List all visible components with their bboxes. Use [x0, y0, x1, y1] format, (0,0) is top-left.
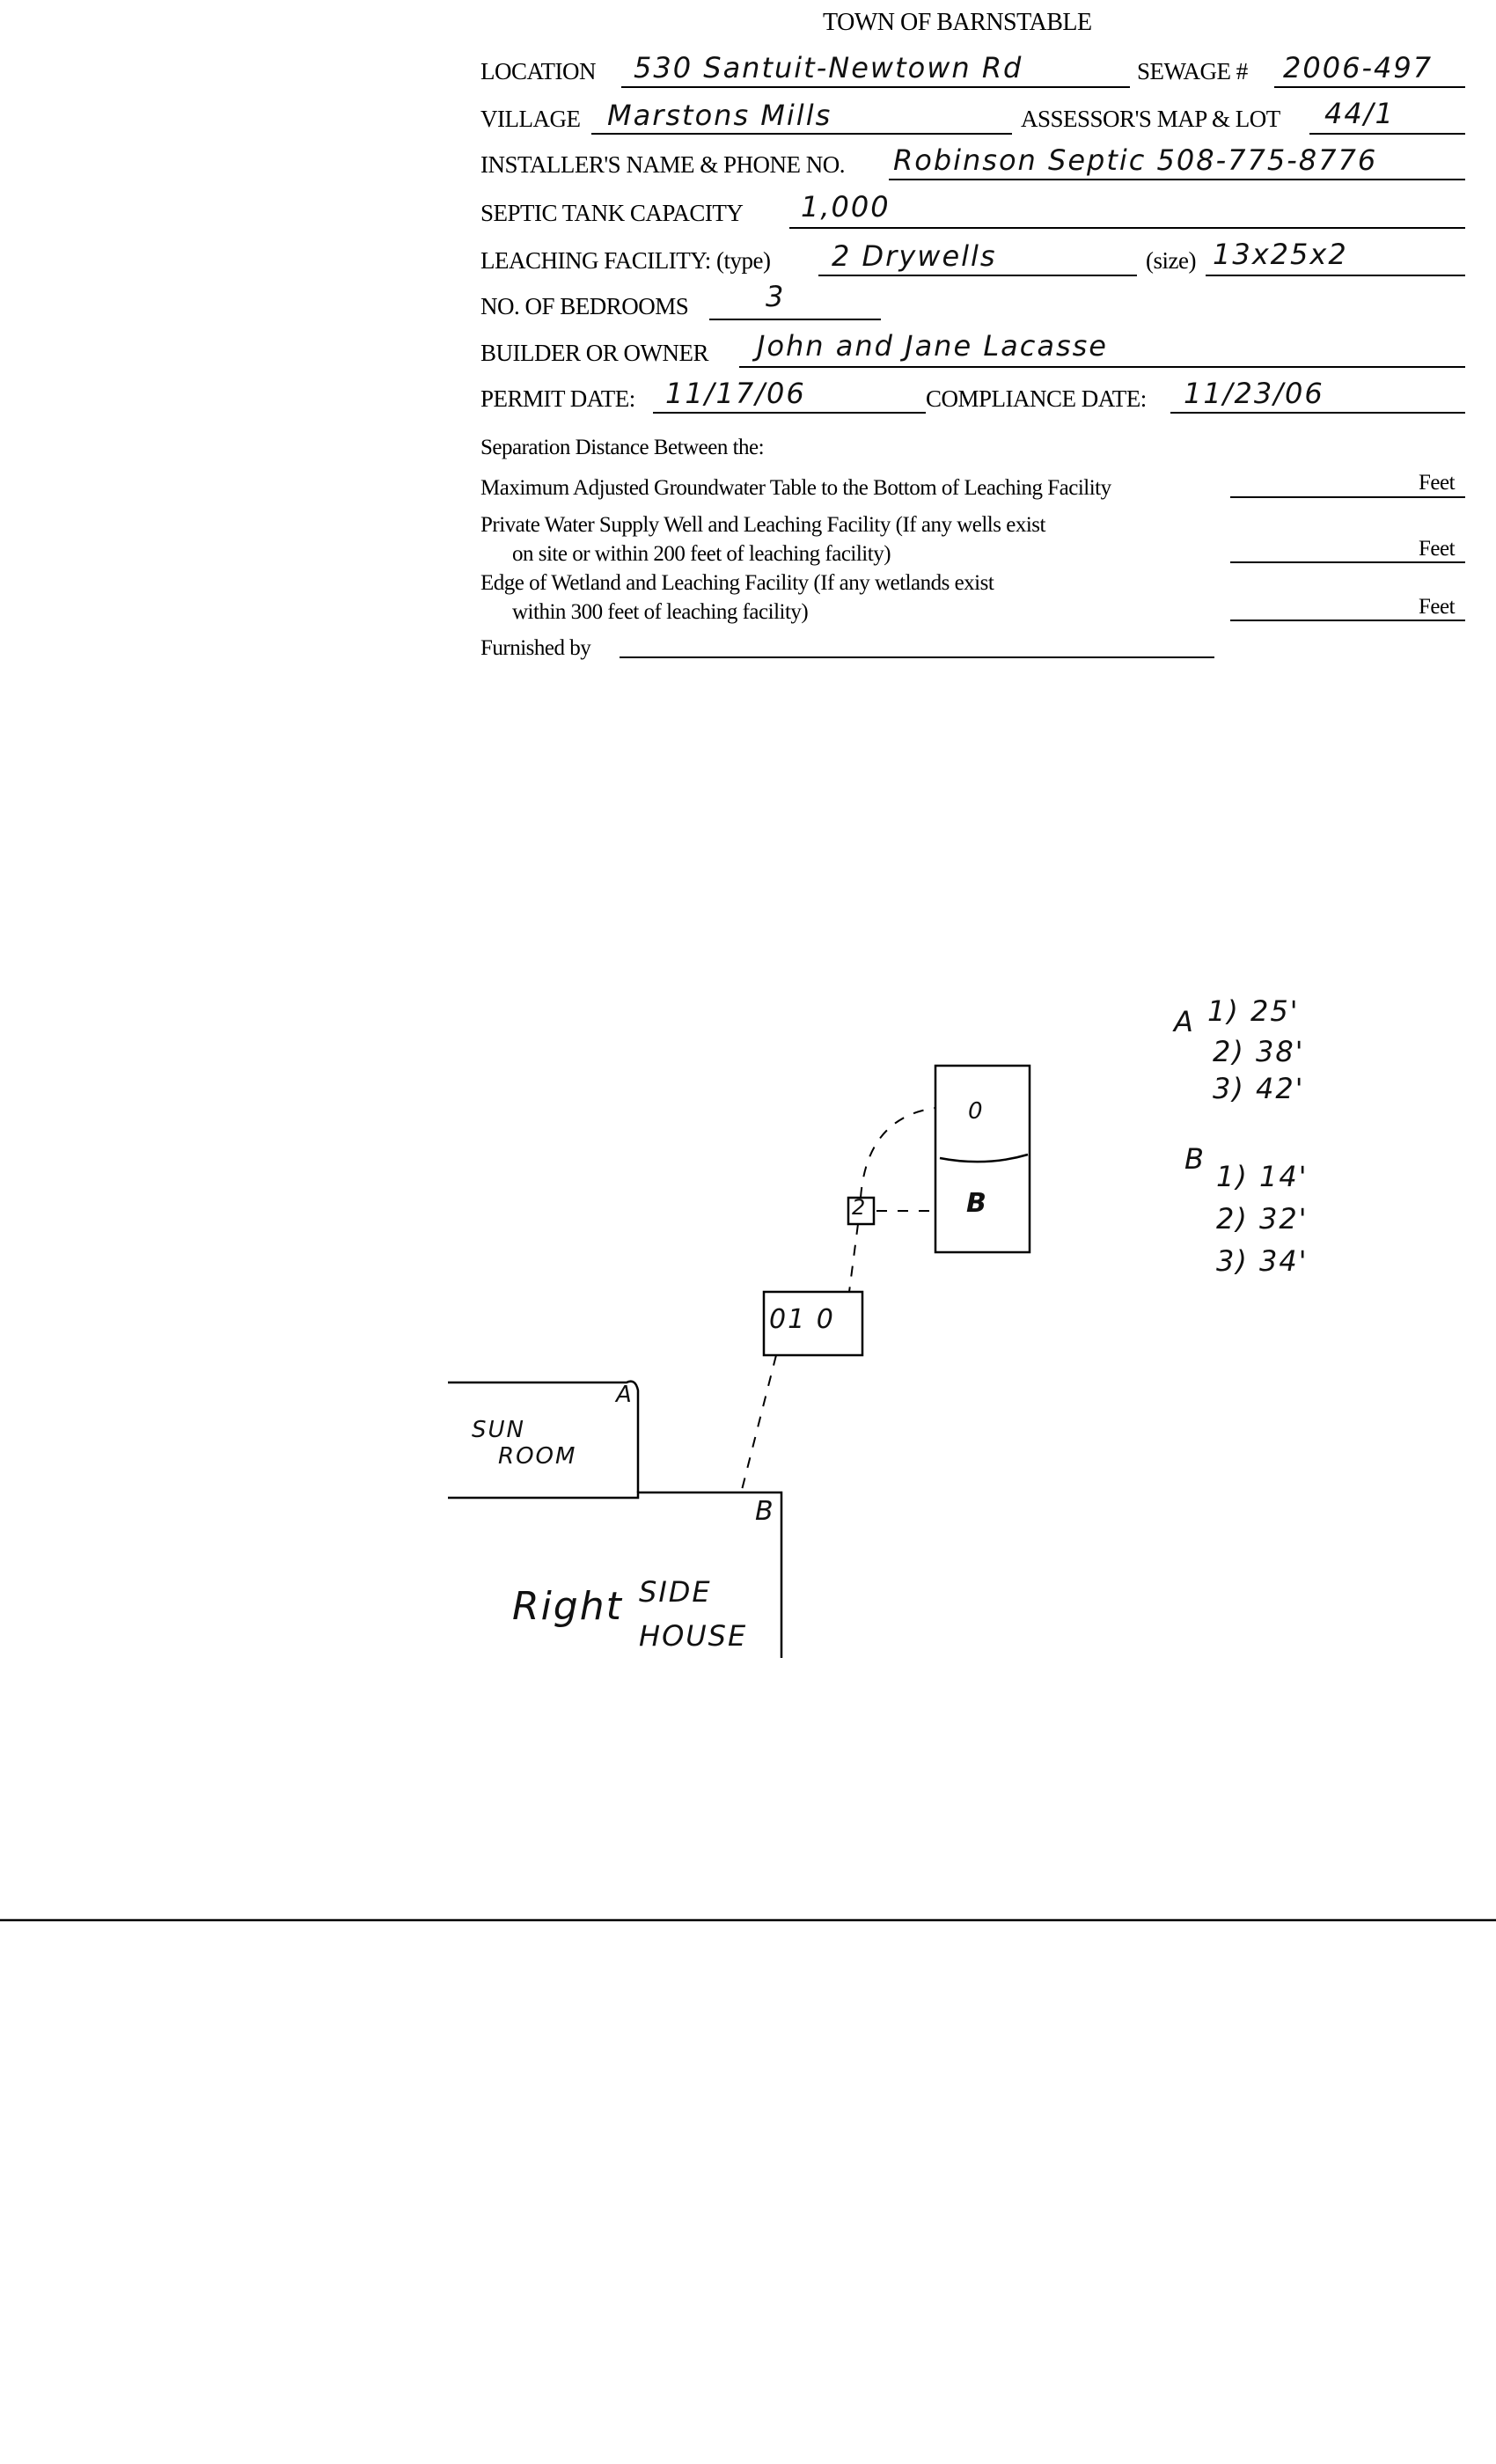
furnished-label: Furnished by	[480, 636, 591, 660]
leaching-type-label: LEACHING FACILITY: (type)	[480, 247, 771, 274]
sep-row-1-unit: Feet	[1419, 471, 1456, 495]
sep-row-3b: within 300 feet of leaching facility)	[512, 600, 809, 624]
owner-label: BUILDER OR OWNER	[480, 340, 708, 366]
tank-top-label: 0	[968, 1098, 985, 1125]
sep-row-3-unit: Feet	[1419, 595, 1456, 619]
list-b-item: 3) 34'	[1216, 1244, 1309, 1278]
installer-label: INSTALLER'S NAME & PHONE NO.	[480, 151, 845, 178]
sunroom-outline	[448, 1380, 640, 1492]
list-b-item: 2) 32'	[1216, 1202, 1309, 1236]
compliance-date-label: COMPLIANCE DATE:	[926, 385, 1147, 412]
list-a-label: A	[1174, 1005, 1195, 1038]
sep-row-3: Edge of Wetland and Leaching Facility (I…	[480, 571, 994, 595]
village-label: VILLAGE	[480, 106, 581, 132]
list-b-label: B	[1184, 1142, 1206, 1176]
sep-row-2b: on site or within 200 feet of leaching f…	[512, 542, 891, 566]
sunroom-label-2: ROOM	[498, 1443, 577, 1470]
list-a-item: 1) 25'	[1207, 994, 1300, 1028]
map-lot-label: ASSESSOR'S MAP & LOT	[1021, 106, 1280, 132]
drywell-box	[762, 1290, 864, 1357]
permit-date-label: PERMIT DATE:	[480, 385, 635, 412]
septic-tank-shape	[934, 1064, 1031, 1254]
location-value: 530 Santuit-Newtown Rd	[634, 51, 1023, 84]
tank-bottom-label: B	[966, 1188, 988, 1219]
leaching-type-value: 2 Drywells	[832, 239, 997, 273]
separation-heading: Separation Distance Between the:	[480, 436, 765, 459]
compliance-date-value: 11/23/06	[1184, 377, 1324, 410]
house-label-2: SIDE	[639, 1575, 712, 1609]
list-b-item: 1) 14'	[1216, 1160, 1309, 1193]
owner-value: John and Jane Lacasse	[757, 329, 1108, 363]
map-lot-value: 44/1	[1324, 97, 1395, 130]
dbox-label: 2	[852, 1195, 868, 1220]
bedrooms-value: 3	[766, 280, 786, 313]
leaching-size-value: 13x25x2	[1213, 238, 1348, 271]
sunroom-label-1: SUN	[472, 1417, 525, 1443]
sep-row-2-unit: Feet	[1419, 537, 1456, 561]
corner-a: A	[616, 1382, 634, 1408]
location-label: LOCATION	[480, 58, 597, 84]
leaching-size-label: (size)	[1146, 247, 1196, 274]
tank-value: 1,000	[801, 190, 891, 224]
list-a-item: 2) 38'	[1213, 1035, 1305, 1068]
permit-date-value: 11/17/06	[665, 377, 806, 410]
house-outline	[448, 1491, 783, 1658]
installer-value: Robinson Septic 508-775-8776	[893, 143, 1378, 177]
house-label-1: Right	[512, 1584, 623, 1629]
tank-label: SEPTIC TANK CAPACITY	[480, 200, 744, 226]
house-label-3: HOUSE	[639, 1619, 748, 1653]
tank-divider	[939, 1153, 1029, 1163]
bedrooms-label: NO. OF BEDROOMS	[480, 293, 689, 319]
village-value: Marstons Mills	[607, 99, 832, 132]
list-a-item: 3) 42'	[1213, 1072, 1305, 1105]
sep-row-1: Maximum Adjusted Groundwater Table to th…	[480, 476, 1111, 500]
drywell-label: 01 0	[769, 1304, 835, 1335]
corner-b: B	[755, 1496, 775, 1527]
sewage-value: 2006-497	[1283, 51, 1434, 84]
form-title: TOWN OF BARNSTABLE	[823, 9, 1092, 36]
sewage-label: SEWAGE #	[1137, 58, 1248, 84]
sep-row-2: Private Water Supply Well and Leaching F…	[480, 513, 1045, 537]
